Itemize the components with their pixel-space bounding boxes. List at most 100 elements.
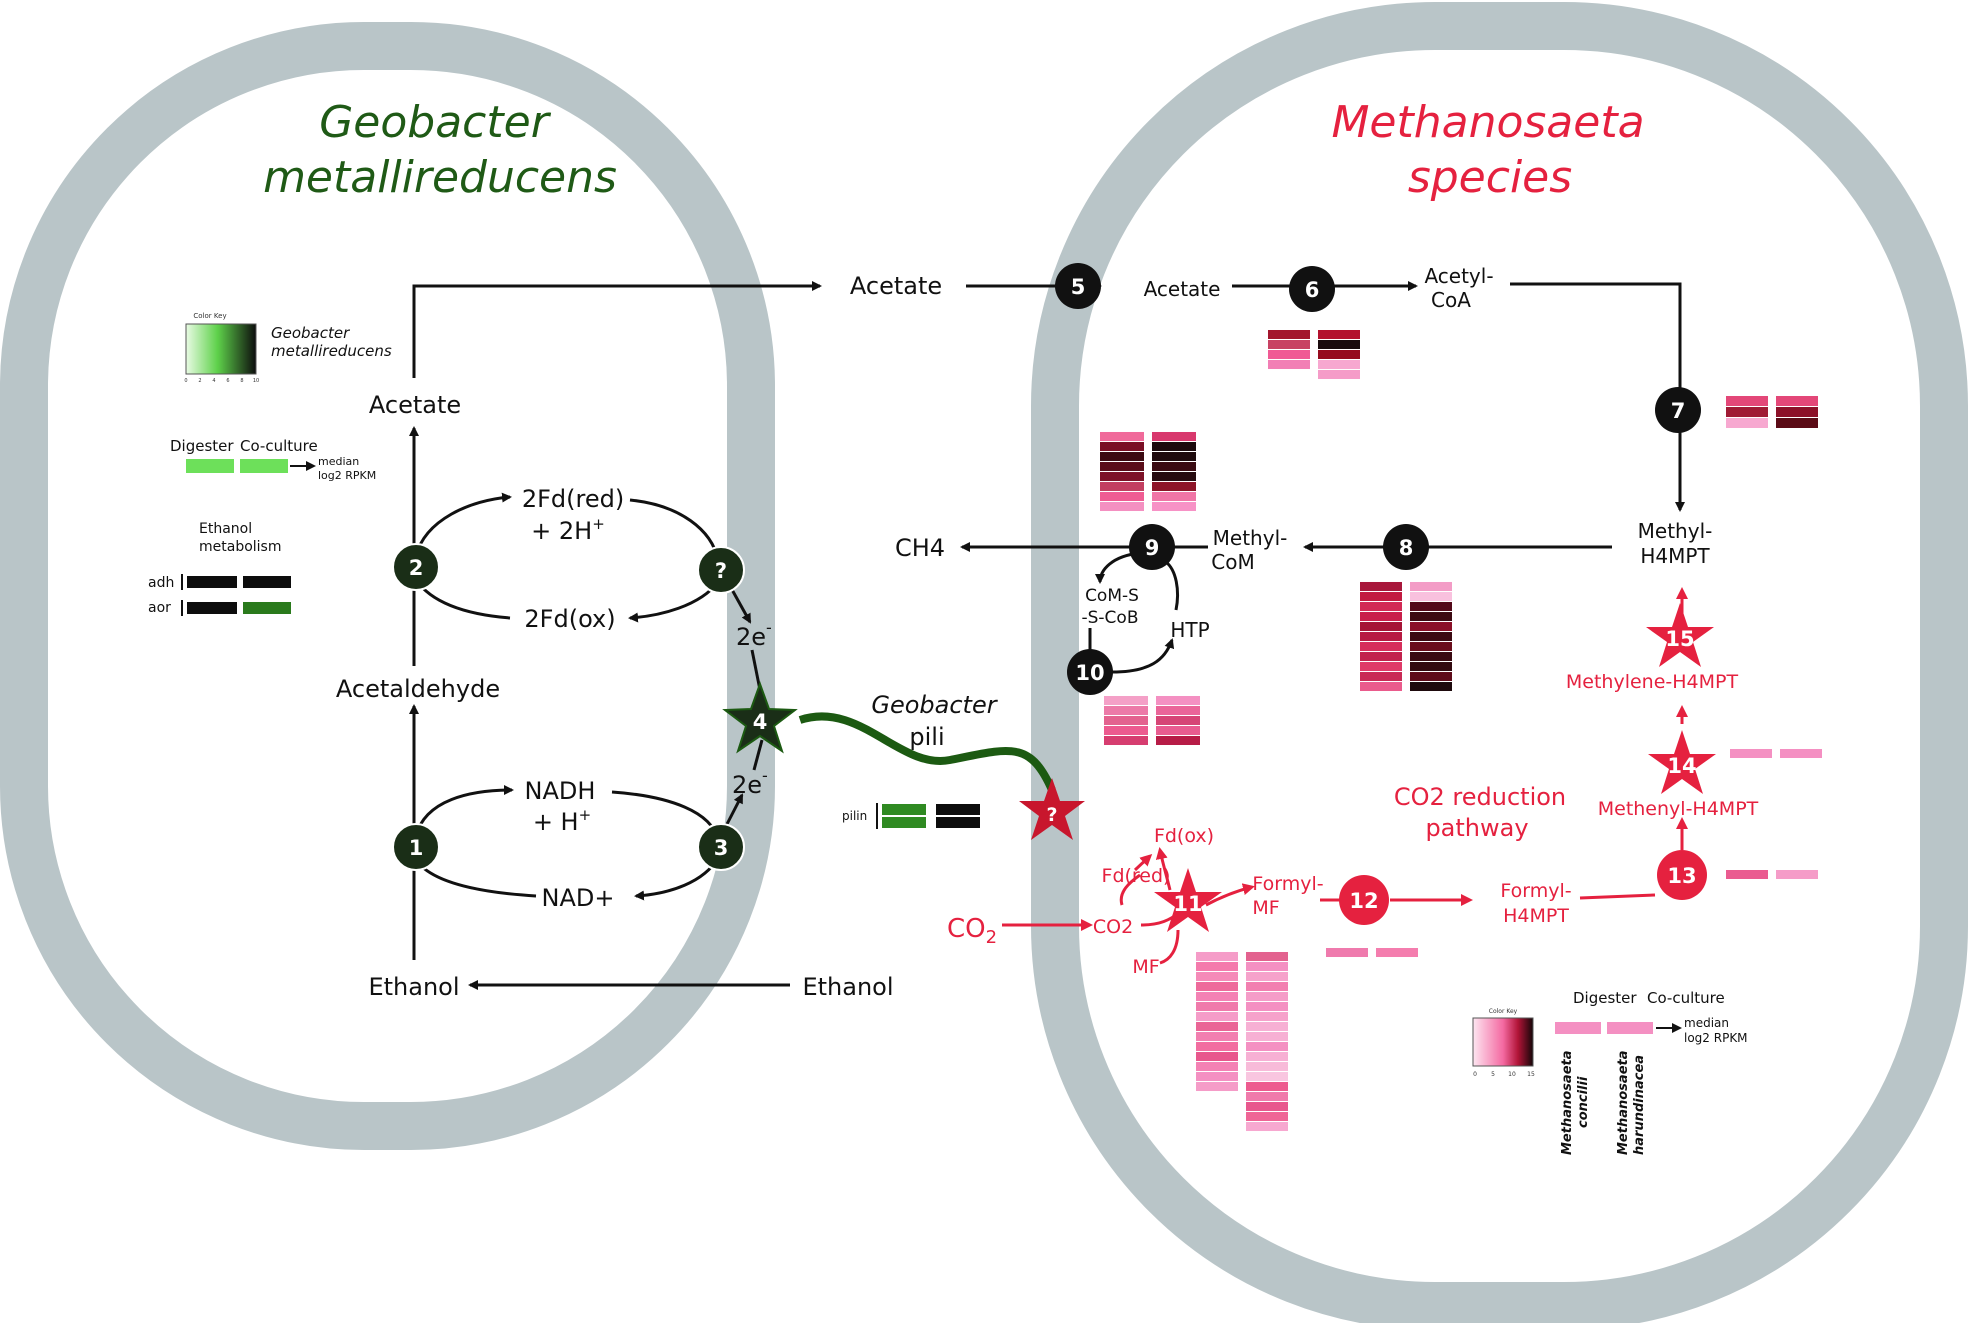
node-4-star: 4: [722, 681, 798, 754]
heatmap-cell: [1152, 442, 1196, 451]
heatmap-cell: [1152, 462, 1196, 471]
geobacter-key-tick: 0: [184, 378, 187, 384]
coms-label-1: CoM-S: [1085, 586, 1139, 606]
heatmap-cell: [1410, 612, 1452, 621]
methano-legend-organism-1b: concilii: [1576, 1076, 1591, 1128]
heatmap-cell: [1410, 582, 1452, 591]
node-8: 8: [1383, 524, 1429, 570]
geobacter-key-tick: 10: [253, 378, 259, 384]
pili-label-2: pili: [909, 723, 944, 751]
svg-text:3: 3: [714, 836, 729, 860]
heatmap-cell: [1268, 350, 1310, 359]
heatmap-cell: [1196, 1072, 1238, 1081]
shared-acetate: Acetate: [850, 272, 942, 300]
nad-label: NAD+: [542, 884, 615, 912]
methano-legend-median-2: log2 RPKM: [1684, 1031, 1748, 1045]
heatmap-cell: [1318, 340, 1360, 349]
heatmap-cell: [1360, 652, 1402, 661]
heatmap-cell: [1100, 462, 1144, 471]
heatmap-cell: [1196, 982, 1238, 991]
svg-text:5: 5: [1071, 275, 1086, 299]
heatmap-cell: [1104, 706, 1148, 715]
heatmap-cell: [1410, 642, 1452, 651]
pilin-coculture-cell-2: [936, 817, 980, 828]
methylene-h4mpt: Methylene-H4MPT: [1566, 671, 1739, 693]
heatmap-cell: [1152, 472, 1196, 481]
heatmap-cell: [1100, 452, 1144, 461]
heatmap-cell: [1268, 330, 1310, 339]
expression-heatmaps: [1100, 330, 1822, 1131]
pilin-digester-cell-1: [882, 804, 926, 815]
heatmap-cell: [1410, 632, 1452, 641]
geobacter-legend-median-2: log2 RPKM: [318, 469, 376, 482]
heatmap-step9-top: [1100, 432, 1196, 511]
fd-h-label: + 2H+: [531, 515, 605, 545]
mf-label: MF: [1132, 956, 1159, 978]
heatmap-cell: [1196, 1022, 1238, 1031]
svg-text:13: 13: [1667, 864, 1696, 888]
geobacter-acetaldehyde: Acetaldehyde: [336, 675, 500, 703]
heatmap-cell: [1246, 1072, 1288, 1081]
co2-methano: CO2: [1093, 916, 1133, 938]
heatmap-cell: [1268, 340, 1310, 349]
heatmap-cell: [1196, 1002, 1238, 1011]
node-6: 6: [1289, 266, 1335, 312]
heatmap-cell: [1246, 962, 1288, 971]
svg-text:6: 6: [1305, 278, 1320, 302]
heatmap-cell: [1104, 736, 1148, 745]
heatmap-cell: [1156, 736, 1200, 745]
heatmap-cell: [1410, 672, 1452, 681]
svg-text:?: ?: [1046, 804, 1057, 826]
methyl-com-1: Methyl-: [1213, 526, 1288, 550]
methano-legend-digester: Digester: [1573, 989, 1637, 1007]
heatmap-cell: [1246, 1002, 1288, 1011]
heatmap-cell: [1246, 1122, 1288, 1131]
svg-text:14: 14: [1667, 754, 1696, 778]
heatmap-cell: [1318, 360, 1360, 369]
shared-co2: CO2: [947, 914, 997, 948]
svg-text:7: 7: [1671, 399, 1686, 423]
heatmap-cell: [1246, 1012, 1288, 1021]
methano-legend-coculture: Co-culture: [1647, 989, 1725, 1007]
geobacter-key-tick: 6: [226, 378, 229, 384]
heatmap-cell: [1196, 1032, 1238, 1041]
heatmap-cell: [1246, 952, 1288, 961]
heatmap-cell: [1318, 330, 1360, 339]
heatmap-cell: [1268, 360, 1310, 369]
node-12: 12: [1339, 875, 1389, 925]
pathway-label-1: CO2 reduction: [1394, 783, 1566, 811]
htp-label: HTP: [1170, 618, 1209, 642]
svg-text:10: 10: [1075, 661, 1104, 685]
svg-text:9: 9: [1145, 536, 1160, 560]
node-unknown-geobacter: ?: [697, 546, 745, 594]
heatmap-cell: [1152, 502, 1196, 511]
heatmap-cell: [1726, 407, 1768, 417]
heatmap-cell: [1196, 1042, 1238, 1051]
geobacter-legend-organism-2: metallireducens: [271, 342, 392, 360]
nadh-label: NADH: [525, 777, 596, 805]
heatmap-cell: [1196, 992, 1238, 1001]
heatmap-cell: [1726, 396, 1768, 406]
heatmap-cell: [1100, 492, 1144, 501]
adh-label: adh: [148, 575, 174, 591]
heatmap-cell: [1246, 1092, 1288, 1101]
node-unknown-methano-star: ?: [1019, 778, 1085, 840]
heatmap-cell: [1730, 749, 1772, 758]
heatmap-cell: [1726, 870, 1768, 879]
methyl-h4mpt-2: H4MPT: [1640, 544, 1710, 568]
node-2: 2: [392, 543, 440, 591]
heatmap-cell: [1156, 716, 1200, 725]
heatmap-cell: [1246, 1102, 1288, 1111]
heatmap-cell: [1100, 482, 1144, 491]
heatmap-cell: [1100, 472, 1144, 481]
heatmap-cell: [1410, 682, 1452, 691]
methanosaeta-cell-membrane: [1031, 2, 1968, 1323]
heatmap-step8: [1360, 582, 1452, 691]
geobacter-color-key: Color Key 0 2 4 6 8 10: [184, 312, 259, 384]
heatmap-cell: [1376, 948, 1418, 957]
heatmap-cell: [1152, 432, 1196, 441]
acetyl-coa-2: CoA: [1431, 288, 1471, 312]
node-9: 9: [1129, 524, 1175, 570]
heatmap-cell: [1360, 612, 1402, 621]
heatmap-cell: [1318, 350, 1360, 359]
